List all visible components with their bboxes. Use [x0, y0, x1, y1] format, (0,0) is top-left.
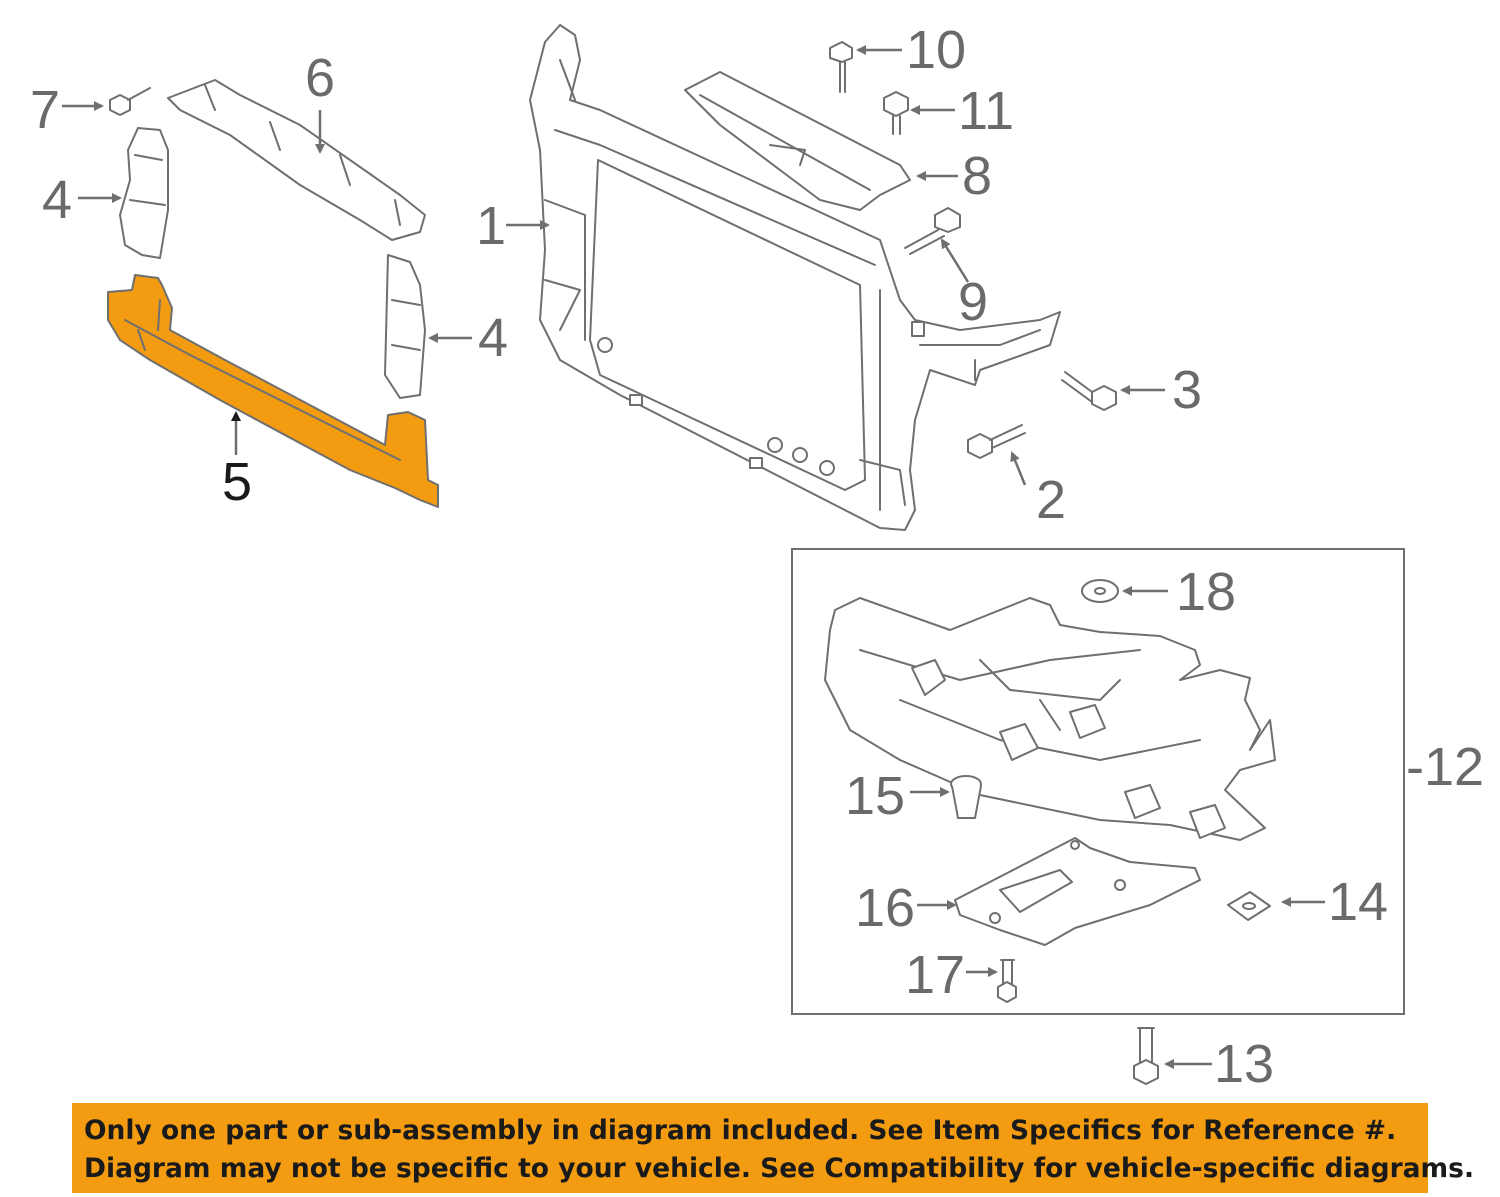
callout-15: 15 [845, 766, 905, 826]
disclaimer-banner: Only one part or sub-assembly in diagram… [72, 1103, 1475, 1193]
callout-12: -12 [1406, 737, 1484, 797]
leader-lines [62, 45, 1325, 1069]
washer-18 [1081, 579, 1119, 603]
callout-4-right: 4 [478, 308, 508, 368]
bracket-16 [954, 837, 1201, 946]
bolt-11 [883, 91, 909, 135]
nut-14 [1227, 891, 1271, 921]
bolt-13 [1133, 1027, 1159, 1085]
callout-10: 10 [906, 20, 966, 80]
callout-3: 3 [1172, 360, 1202, 420]
callout-13: 13 [1214, 1034, 1274, 1094]
bolt-2 [967, 424, 1026, 459]
callout-2: 2 [1036, 470, 1066, 530]
upper-cover [684, 71, 911, 211]
radiator-support-carrier [529, 24, 1061, 531]
callout-9: 9 [958, 272, 988, 332]
callout-11: 11 [958, 81, 1014, 141]
callout-8: 8 [962, 146, 992, 206]
upper-bracket [167, 79, 426, 241]
undercover-panel [824, 597, 1276, 841]
callout-17: 17 [905, 945, 965, 1005]
callout-7: 7 [30, 80, 60, 140]
clip-15 [950, 775, 982, 819]
kit-box [791, 548, 1405, 1015]
side-air-guide-right [384, 254, 426, 399]
callout-5: 5 [222, 452, 252, 512]
lower-air-guide-highlighted [107, 274, 439, 508]
callout-14: 14 [1328, 872, 1388, 932]
disclaimer-line-2: Diagram may not be specific to your vehi… [84, 1153, 1475, 1184]
callout-4-left: 4 [42, 170, 72, 230]
side-air-guide-left [119, 127, 169, 259]
disclaimer-line-1: Only one part or sub-assembly in diagram… [84, 1115, 1397, 1146]
callout-6: 6 [305, 48, 335, 108]
callout-1: 1 [476, 196, 506, 256]
callout-16: 16 [855, 878, 915, 938]
bolt-9 [904, 207, 961, 255]
bolt-10 [829, 41, 853, 93]
callout-18: 18 [1176, 562, 1236, 622]
bolt-7 [109, 87, 151, 116]
bolt-17 [997, 959, 1017, 1003]
bolt-3 [1061, 371, 1117, 411]
